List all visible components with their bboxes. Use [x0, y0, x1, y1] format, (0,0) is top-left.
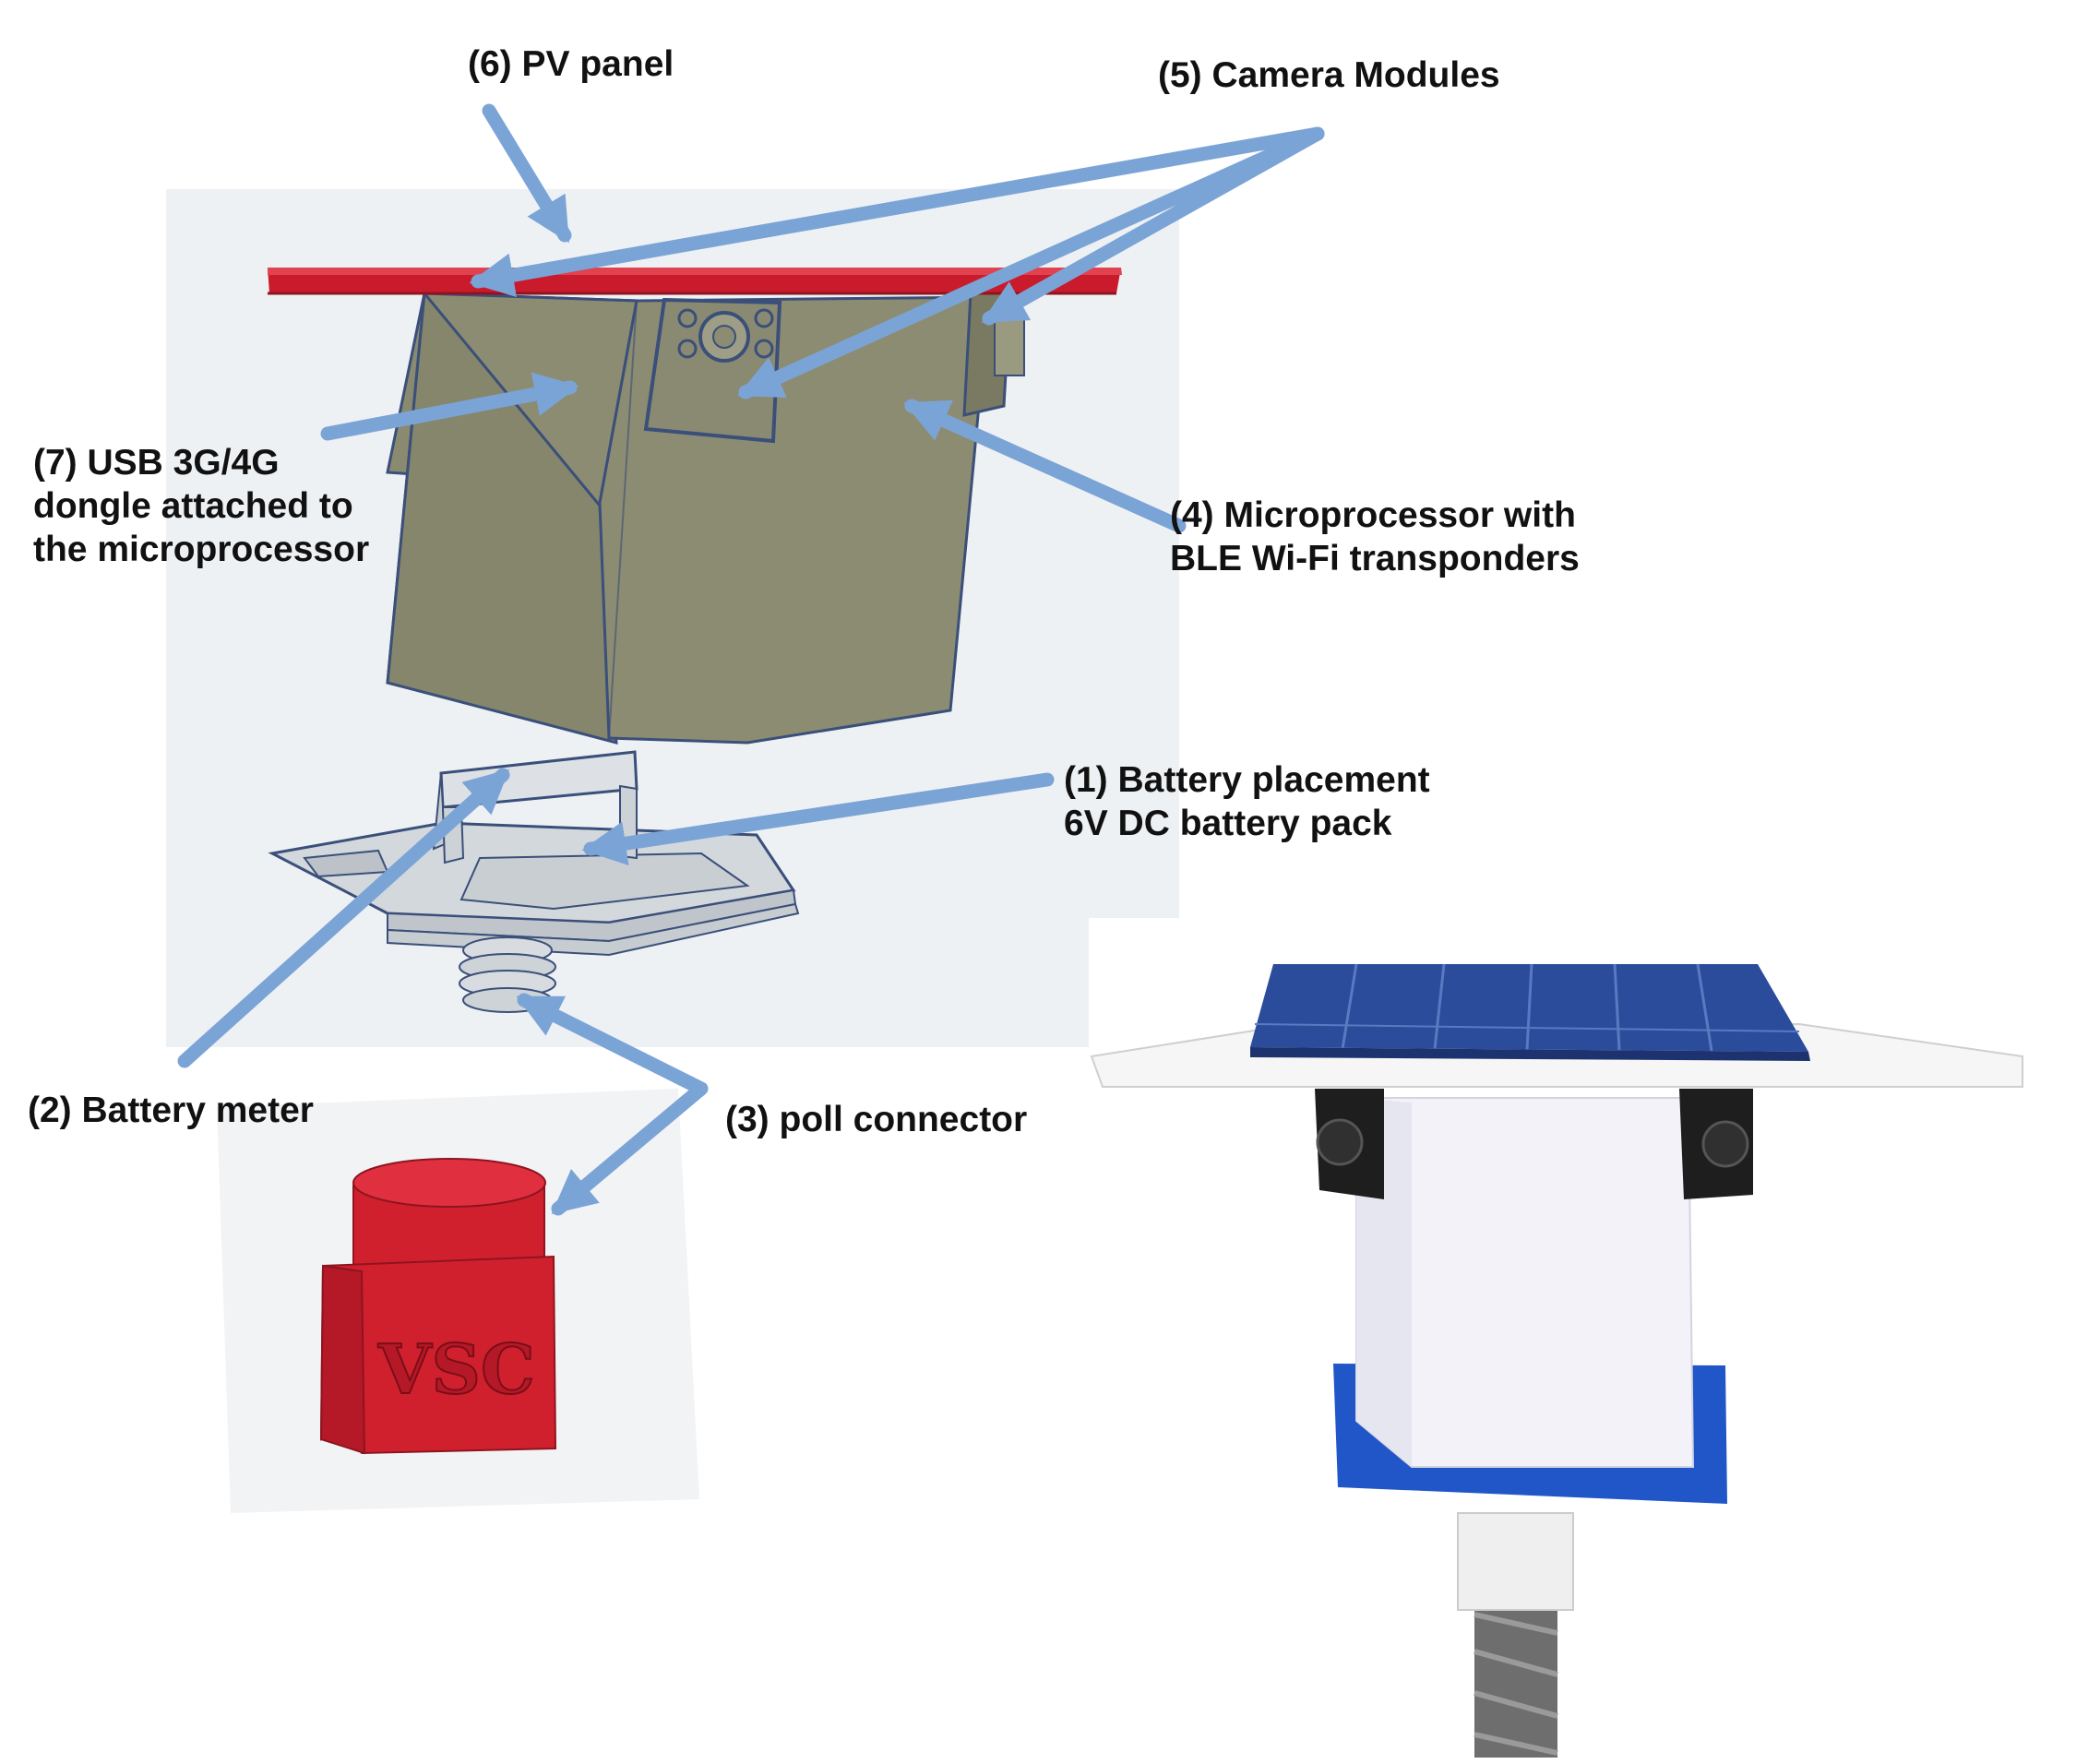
arrow-camera-3 [981, 126, 1325, 326]
arrow-battery-placement [581, 772, 1055, 865]
arrow-battery-meter [177, 768, 510, 1068]
label-battery-meter: (2) Battery meter [28, 1091, 314, 1130]
callout-arrows [177, 103, 1325, 1216]
arrow-microprocessor [903, 399, 1187, 533]
battery-base-model [268, 750, 800, 1013]
label-usb-dongle: (7) USB 3G/4G dongle attached to the mic… [33, 443, 370, 569]
label-microprocessor: (4) Microprocessor with BLE Wi-Fi transp… [1170, 495, 1580, 578]
connector-engraving: VSC [377, 1330, 535, 1410]
camera-module-model [643, 297, 782, 444]
arrow-pv-panel [482, 103, 572, 244]
label-poll-connector: (3) poll connector [725, 1100, 1028, 1139]
arrow-camera-2 [737, 126, 1325, 399]
arrow-camera-1 [469, 126, 1325, 297]
label-pv-panel: (6) PV panel [468, 44, 674, 84]
device-photo [1089, 918, 2028, 1758]
label-camera-modules: (5) Camera Modules [1158, 55, 1500, 95]
thread-connector [459, 936, 556, 1013]
arrow-poll-connector [528, 998, 709, 1216]
label-battery-placement: (1) Battery placement 6V DC battery pack [1064, 760, 1430, 843]
arrow-usb-dongle [320, 372, 579, 441]
